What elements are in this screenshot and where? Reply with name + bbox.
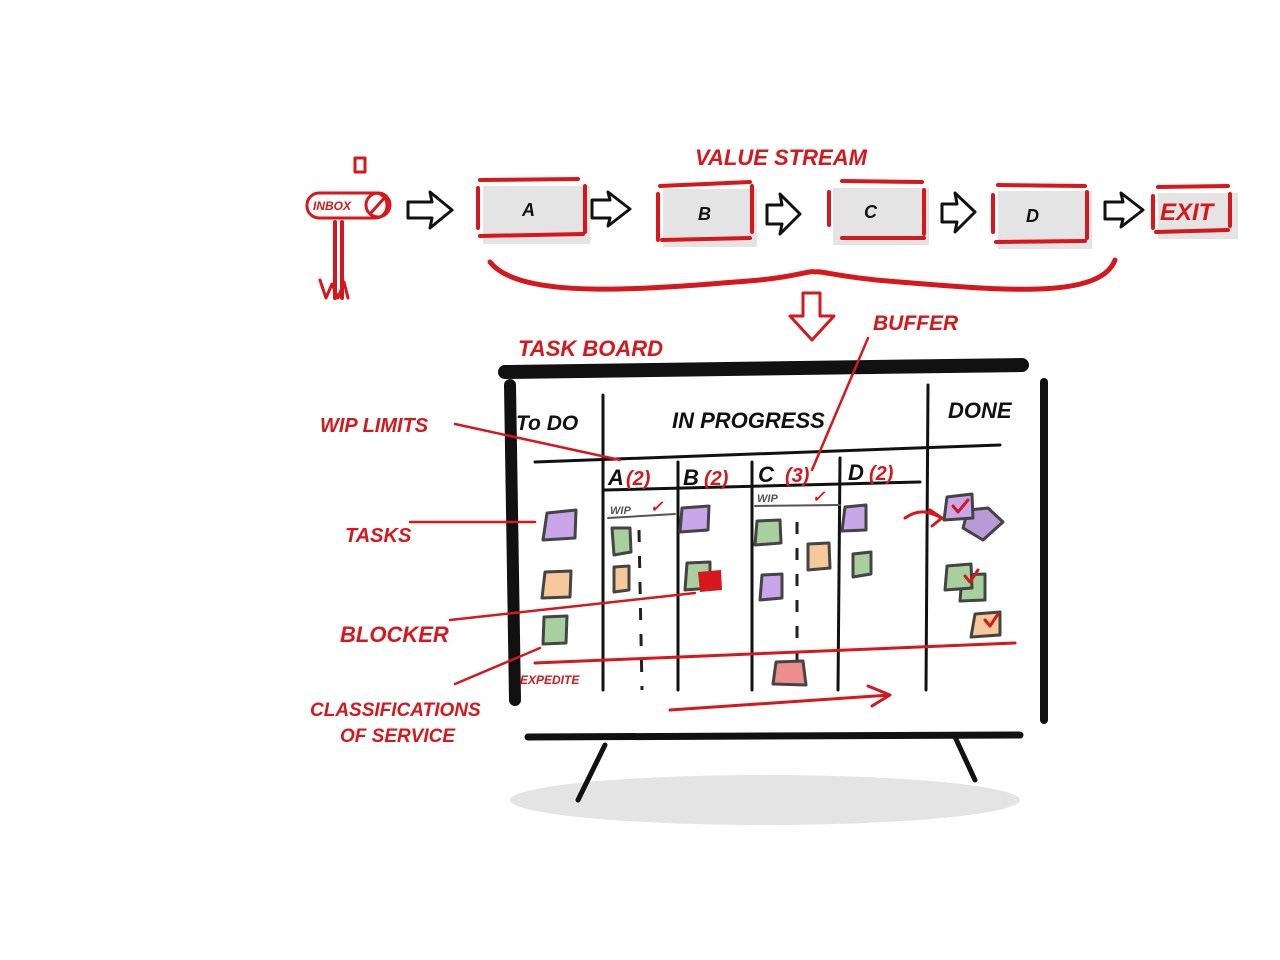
inbox-icon: INBOX	[305, 156, 392, 300]
column-todo: To DO	[516, 412, 578, 435]
value-stream-title: VALUE STREAM	[695, 145, 868, 170]
task-card	[758, 572, 784, 602]
value-stream-brace	[487, 257, 1118, 292]
flow-arrow-icon	[1103, 191, 1145, 229]
exit-label: EXIT	[1160, 199, 1216, 226]
flow-direction-arrow-icon	[668, 684, 892, 712]
svg-text:(3): (3)	[785, 465, 810, 487]
expedite-card	[771, 659, 808, 687]
sub-column-d: D (2)	[848, 460, 894, 485]
wip-marker-c: WIP ✓	[757, 489, 826, 506]
down-arrow-icon	[788, 291, 836, 342]
task-card	[806, 541, 832, 572]
done-checks	[951, 498, 1000, 628]
svg-text:(2): (2)	[704, 468, 729, 490]
flow-arrow-icon	[406, 190, 454, 230]
svg-text:WIP: WIP	[757, 493, 778, 505]
svg-text:A: A	[607, 465, 624, 490]
task-card	[610, 526, 633, 557]
buffer-dividers	[637, 522, 799, 691]
svg-text:WIP: WIP	[610, 505, 631, 517]
svg-text:D: D	[848, 460, 864, 485]
done-card	[942, 492, 975, 522]
stage-d-label: D	[1026, 206, 1039, 226]
sub-column-c: C (3)	[758, 462, 810, 487]
done-card	[969, 610, 1002, 639]
task-card	[612, 564, 631, 594]
sub-column-b: B (2)	[683, 465, 729, 490]
task-card	[851, 550, 873, 579]
blocker-marker	[698, 570, 722, 592]
svg-text:B: B	[683, 465, 699, 490]
task-card	[541, 614, 569, 646]
task-card	[678, 504, 711, 534]
column-done: DONE	[948, 398, 1013, 423]
stage-c-label: C	[864, 202, 878, 222]
svg-text:✓: ✓	[812, 489, 826, 506]
sub-column-a: A (2)	[607, 465, 651, 490]
svg-text:(2): (2)	[626, 468, 651, 490]
expedite-label: EXPEDITE	[520, 673, 580, 687]
of-service-label: OF SERVICE	[340, 726, 456, 747]
check-icon	[963, 568, 980, 584]
flow-arrows	[406, 190, 1145, 236]
task-card	[753, 518, 783, 547]
classifications-label: CLASSIFICATIONS	[310, 700, 481, 721]
tasks-label: TASKS	[345, 525, 412, 547]
task-card	[541, 508, 578, 542]
wip-limits-label: WIP LIMITS	[320, 415, 429, 437]
buffer-label: BUFFER	[873, 312, 959, 335]
flow-arrow-icon	[765, 192, 802, 236]
task-board-title: TASK BOARD	[518, 336, 663, 361]
wip-marker-a: WIP ✓	[610, 499, 664, 517]
done-card	[943, 562, 974, 592]
task-card	[540, 569, 573, 600]
board-frame	[498, 358, 1048, 803]
stage-boxes	[476, 177, 1232, 244]
expedite-lane-line	[533, 641, 1017, 665]
svg-text:C: C	[758, 462, 775, 487]
stage-b-label: B	[698, 204, 711, 224]
task-card	[840, 503, 868, 533]
column-in-progress: IN PROGRESS	[672, 408, 825, 433]
to-done-arrow-icon	[903, 508, 944, 528]
leader-lines	[408, 336, 870, 686]
svg-text:(2): (2)	[869, 463, 894, 485]
flow-arrow-icon	[590, 190, 632, 228]
flow-arrow-icon	[940, 191, 977, 234]
stage-a-label: A	[521, 200, 535, 220]
inbox-label: INBOX	[313, 199, 352, 213]
blocker-label: BLOCKER	[340, 622, 449, 647]
check-icon	[951, 498, 970, 514]
check-icon	[983, 612, 1000, 628]
svg-text:✓: ✓	[650, 499, 664, 516]
